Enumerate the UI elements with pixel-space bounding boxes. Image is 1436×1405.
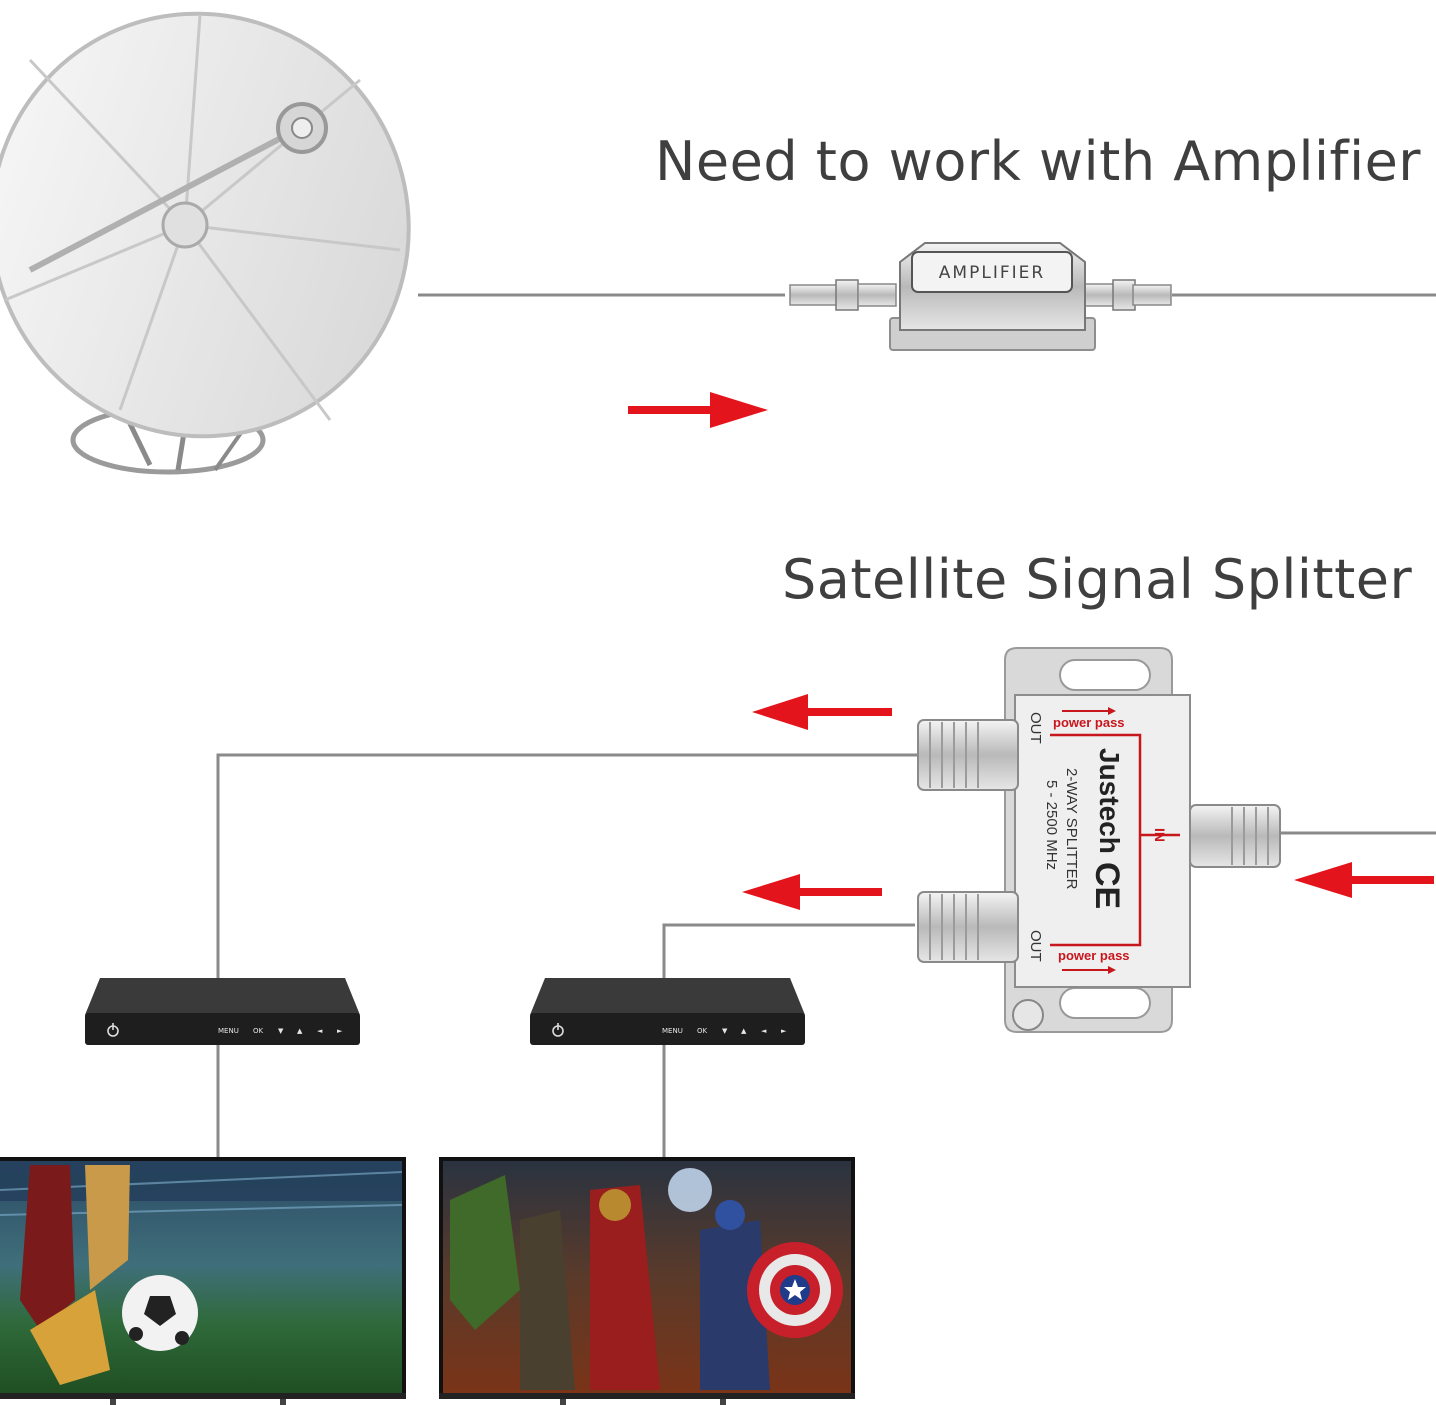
- tv-soccer: [0, 1157, 406, 1405]
- receiver-down-icon: ▼: [278, 1027, 284, 1035]
- cables: [216, 293, 1436, 1157]
- receiver-up-icon: ▲: [297, 1027, 303, 1035]
- amplifier-device: AMPLIFIER: [789, 242, 1172, 351]
- arrow-right-icon: [628, 392, 768, 428]
- power-icon: [107, 1023, 119, 1037]
- tv-movie: [439, 1157, 855, 1405]
- model-label: 2-WAY SPLITTER: [1063, 768, 1080, 890]
- receiver-ok-label: OK: [697, 1027, 708, 1035]
- receiver-left-icon: ◄: [761, 1027, 767, 1035]
- splitter-in-port: [1189, 804, 1281, 868]
- power-pass-bottom-label: power pass: [1058, 948, 1130, 963]
- receiver-up-icon: ▲: [741, 1027, 747, 1035]
- receiver-left-icon: ◄: [317, 1027, 323, 1035]
- receiver-right-icon: ►: [781, 1027, 787, 1035]
- power-pass-top-label: power pass: [1053, 715, 1125, 730]
- frequency-label: 5 - 2500 MHz: [1043, 780, 1060, 870]
- power-icon: [552, 1023, 564, 1037]
- out-bottom-label: OUT: [1027, 930, 1044, 962]
- arrow-left-icon: [1294, 862, 1434, 898]
- shield-icon: [747, 1242, 843, 1338]
- brand-label: Justech: [1094, 748, 1125, 854]
- receiver-menu-label: MENU: [662, 1027, 683, 1035]
- receiver-menu-label: MENU: [218, 1027, 239, 1035]
- receiver-box: MENU OK ▼ ▲ ◄ ►: [530, 978, 805, 1045]
- amplifier-label: AMPLIFIER: [939, 263, 1045, 283]
- amplifier-heading: Need to work with Amplifier: [655, 130, 1421, 193]
- cable-out1-to-receiver1: [216, 753, 918, 980]
- out-top-label: OUT: [1027, 712, 1044, 744]
- receiver-right-icon: ►: [337, 1027, 343, 1035]
- receiver-ok-label: OK: [253, 1027, 264, 1035]
- splitter-out-port-bottom: [917, 891, 1019, 963]
- arrow-left-icon: [752, 694, 892, 730]
- receiver-box: MENU OK ▼ ▲ ◄ ►: [85, 978, 360, 1045]
- splitter-device: power pass power pass OUT OUT Justech 2-…: [917, 647, 1281, 1033]
- receiver-down-icon: ▼: [722, 1027, 728, 1035]
- splitter-out-port-top: [917, 719, 1019, 791]
- cable-out2-to-receiver2: [662, 923, 915, 980]
- ce-mark: CE: [1088, 862, 1126, 909]
- arrow-left-icon: [742, 874, 882, 910]
- splitter-heading: Satellite Signal Splitter: [782, 548, 1413, 611]
- satellite-dish-icon: [0, 11, 411, 475]
- in-label: IN: [1152, 828, 1168, 842]
- signal-arrows: [628, 392, 1434, 910]
